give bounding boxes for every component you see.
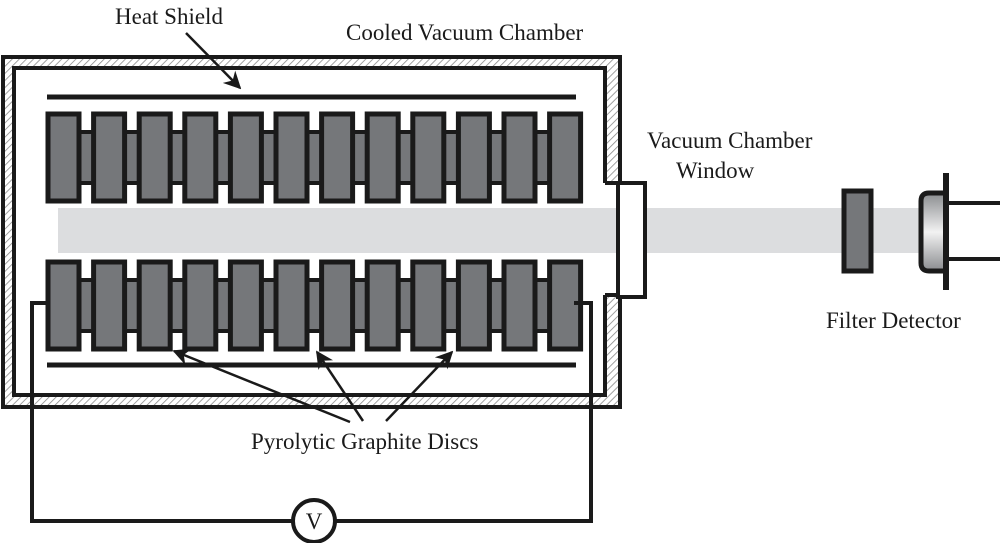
vacuum-chamber-window-label-line2: Window xyxy=(676,158,755,183)
graphite-disc xyxy=(91,259,128,352)
pyrolytic-graphite-discs-label: Pyrolytic Graphite Discs xyxy=(251,429,478,454)
graphite-disc xyxy=(547,259,584,352)
disc-arrow-right xyxy=(385,350,454,422)
vacuum-chamber-window xyxy=(616,181,647,299)
filter xyxy=(841,188,874,274)
graphite-disc xyxy=(91,111,128,204)
vacuum-chamber-window-label-line1: Vacuum Chamber xyxy=(647,128,813,153)
graphite-disc xyxy=(136,111,173,204)
graphite-disc xyxy=(319,259,356,352)
graphite-disc xyxy=(45,259,82,352)
graphite-disc xyxy=(45,111,82,204)
graphite-disc xyxy=(227,111,264,204)
graphite-disc xyxy=(501,111,538,204)
graphite-disc xyxy=(182,259,219,352)
graphite-disc xyxy=(501,259,538,352)
voltmeter-icon xyxy=(291,498,337,543)
cooled-vacuum-chamber-label: Cooled Vacuum Chamber xyxy=(346,20,584,45)
graphite-disc xyxy=(319,111,356,204)
graphite-disc xyxy=(182,111,219,204)
graphite-disc-row-lower xyxy=(45,259,584,352)
disc-arrow-middle xyxy=(315,350,365,422)
detector-icon xyxy=(918,173,1000,290)
graphite-disc xyxy=(364,259,401,352)
graphite-disc xyxy=(547,111,584,204)
graphite-disc xyxy=(455,259,492,352)
graphite-disc xyxy=(227,259,264,352)
graphite-disc xyxy=(136,259,173,352)
graphite-disc xyxy=(455,111,492,204)
cooled-vacuum-chamber-wall xyxy=(1,55,622,409)
heat-shield-arrow xyxy=(185,32,242,90)
graphite-disc xyxy=(410,111,447,204)
voltmeter-label: V xyxy=(306,509,323,534)
disc-arrow-left xyxy=(172,348,351,424)
graphite-disc xyxy=(410,259,447,352)
graphite-disc-row-upper xyxy=(45,111,584,204)
radiation-beam xyxy=(58,208,923,253)
filter-detector-label: Filter Detector xyxy=(826,308,961,333)
voltmeter-circuit: V xyxy=(30,301,593,543)
graphite-disc xyxy=(273,111,310,204)
graphite-disc xyxy=(273,259,310,352)
heat-shield-label: Heat Shield xyxy=(115,4,223,29)
graphite-disc xyxy=(364,111,401,204)
